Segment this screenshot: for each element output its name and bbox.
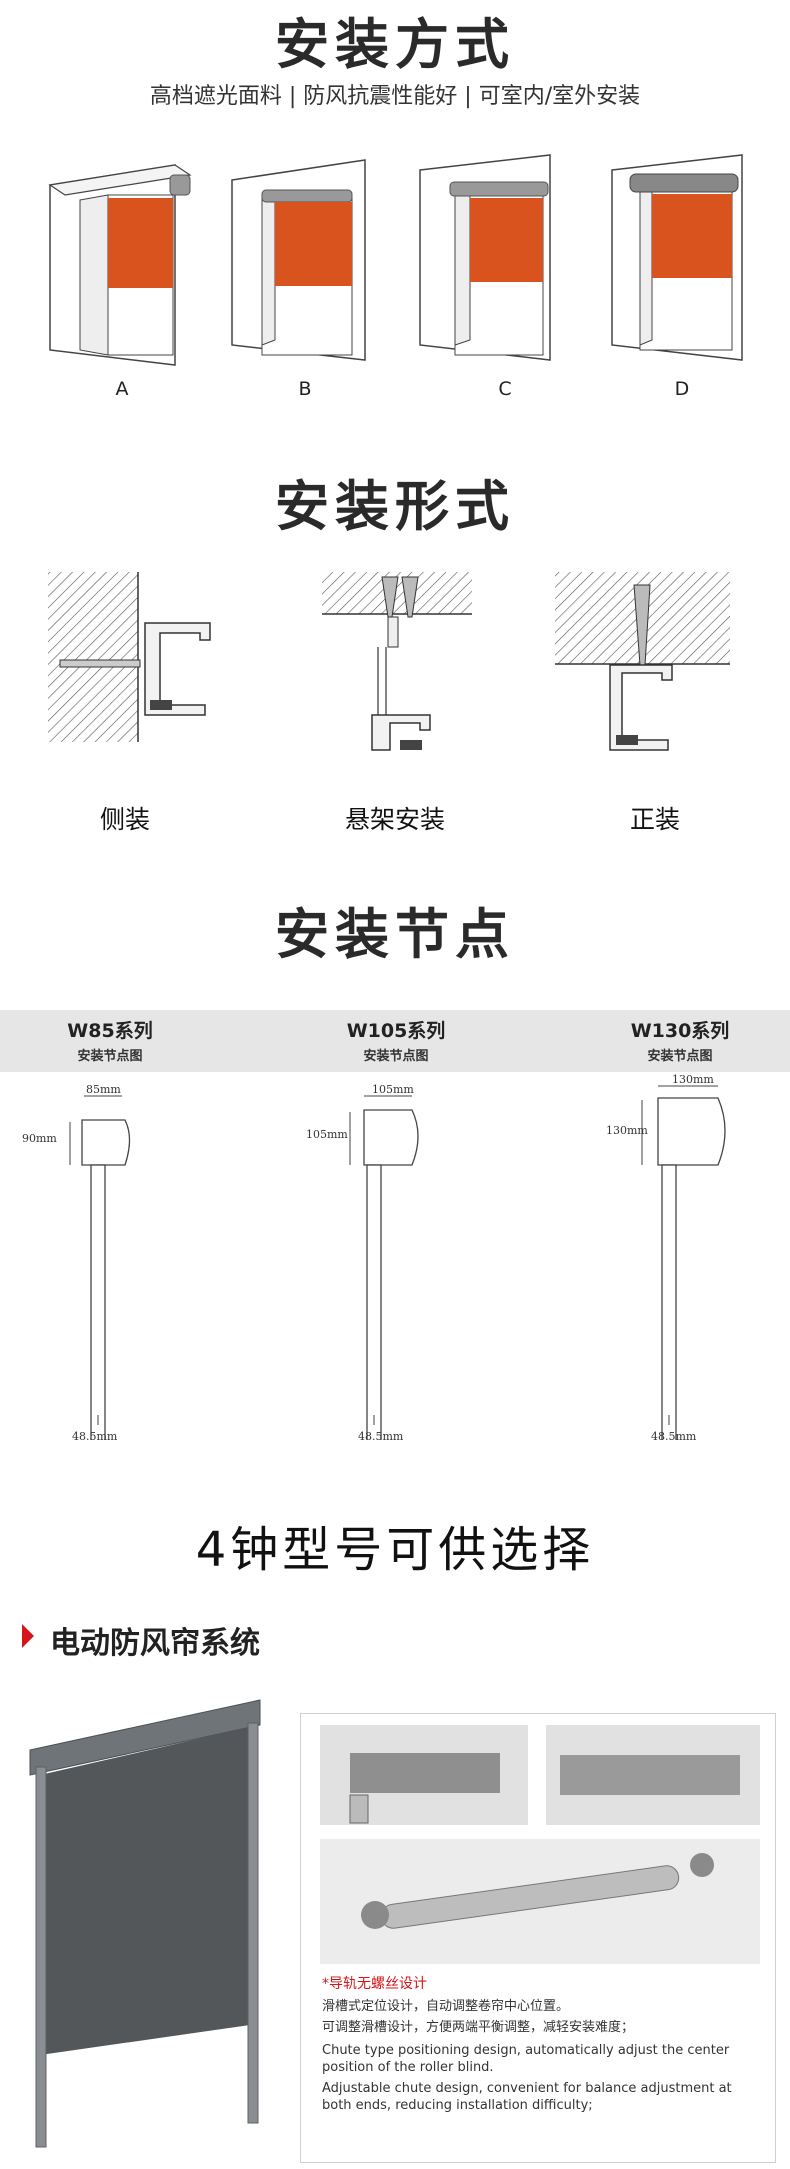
- suspended-mount-diagram: [322, 572, 472, 751]
- front-mount-diagram: [555, 572, 730, 751]
- option-label-c: C: [498, 378, 512, 400]
- install-method-title: 安装方式: [275, 13, 515, 76]
- models-available-text: 4钟型号可供选择: [195, 1522, 595, 1578]
- series-name: W85系列: [67, 1020, 153, 1042]
- series-band: [0, 1010, 790, 1072]
- w130-height-dim: 130mm: [606, 1124, 648, 1137]
- w85-bottom-dim: 48.5mm: [72, 1430, 118, 1443]
- w130-width-dim: 130mm: [672, 1073, 714, 1086]
- w85-width-dim: 85mm: [86, 1083, 121, 1096]
- w105-bottom-dim: 48.5mm: [358, 1430, 404, 1443]
- feature-cn-line2: 可调整滑槽设计，方便两端平衡调整，减轻安装难度；: [322, 2020, 635, 2035]
- motorized-system-title: 电动防风帘系统: [50, 1626, 260, 1661]
- option-d-diagram: [611, 154, 743, 361]
- product-render: [29, 1699, 261, 2148]
- series-name: W130系列: [630, 1020, 730, 1042]
- node-diagrams: [69, 1085, 726, 1440]
- feature-images: [320, 1725, 760, 1964]
- series-w130: W130系列 安装节点图: [570, 1016, 790, 1064]
- series-name: W105系列: [346, 1020, 446, 1042]
- front-mount-label: 正装: [629, 805, 680, 834]
- feature-title: *导轨无螺丝设计: [322, 1976, 427, 1992]
- series-w105: W105系列 安装节点图: [286, 1016, 506, 1064]
- side-mount-diagram: [48, 572, 211, 742]
- w105-height-dim: 105mm: [306, 1128, 348, 1141]
- feature-cn-line1: 滑槽式定位设计，自动调整卷帘中心位置。: [322, 1999, 570, 2014]
- option-label-d: D: [674, 378, 690, 400]
- install-method-subtitle: 高档遮光面料 | 防风抗震性能好 | 可室内/室外安装: [149, 84, 641, 109]
- option-c-diagram: [419, 154, 551, 361]
- series-sub: 安装节点图: [363, 1049, 429, 1064]
- node-diagram-w130: [641, 1085, 726, 1440]
- side-mount-label: 侧装: [99, 805, 150, 834]
- series-w85: W85系列 安装节点图: [0, 1016, 220, 1064]
- feature-en-line2: Adjustable chute design, convenient for …: [322, 2081, 732, 2113]
- install-method-diagrams: [48, 154, 743, 366]
- w85-height-dim: 90mm: [22, 1132, 57, 1145]
- series-sub: 安装节点图: [77, 1049, 143, 1064]
- node-diagram-w85: [69, 1095, 131, 1440]
- w130-bottom-dim: 48.5mm: [651, 1430, 697, 1443]
- series-sub: 安装节点图: [647, 1049, 713, 1064]
- install-node-title: 安装节点: [275, 903, 515, 966]
- option-a-diagram: [48, 164, 192, 366]
- install-form-title: 安装形式: [275, 475, 515, 538]
- feature-en-line1: Chute type positioning design, automatic…: [322, 2043, 730, 2075]
- section-marker-icon: [22, 1624, 34, 1648]
- option-b-diagram: [231, 159, 366, 361]
- option-label-a: A: [115, 378, 129, 400]
- node-diagram-w105: [349, 1095, 419, 1440]
- option-label-b: B: [298, 378, 312, 400]
- suspended-mount-label: 悬架安装: [344, 805, 445, 834]
- w105-width-dim: 105mm: [372, 1083, 414, 1096]
- install-form-diagrams: [48, 572, 730, 751]
